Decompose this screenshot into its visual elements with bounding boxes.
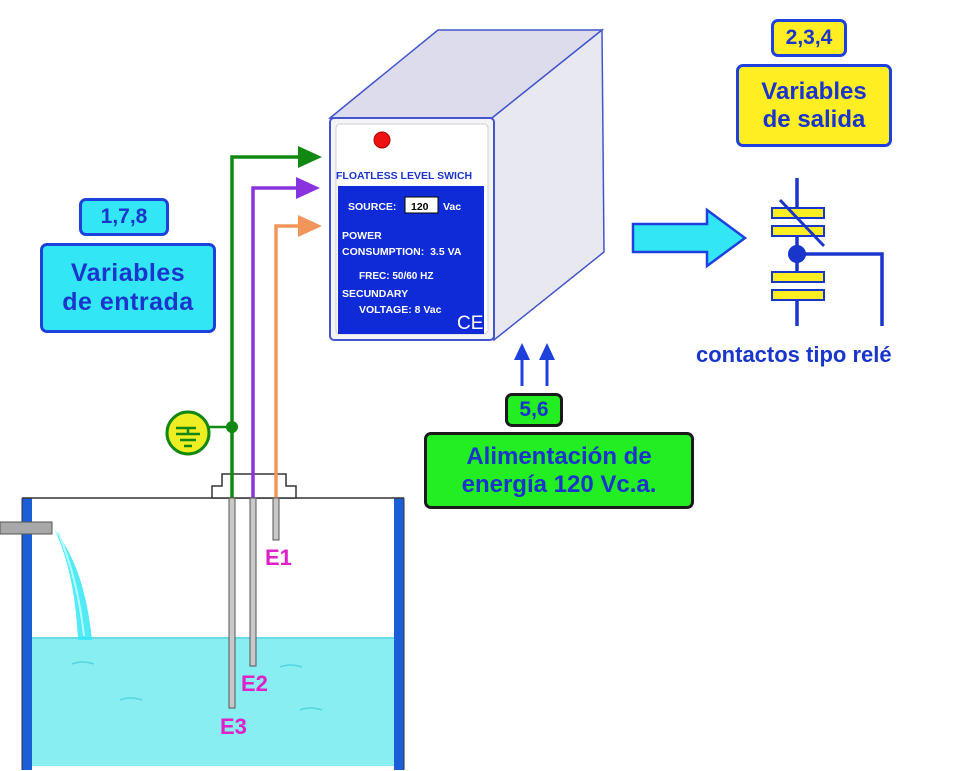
consumption-label: CONSUMPTION: 3.5 VA: [342, 246, 462, 258]
electrode-e1: [272, 497, 280, 541]
secundary-voltage: VOLTAGE: 8 Vac: [359, 304, 442, 316]
ce-mark: CE: [457, 313, 483, 334]
relay-brand: FLOATLESS LEVEL SWICH: [336, 170, 472, 182]
relay-unit: FLOATLESS LEVEL SWICH SOURCE: 120 Vac PO…: [327, 28, 605, 342]
electrode-e2: [249, 497, 257, 667]
source-unit: Vac: [443, 201, 461, 213]
tank: [0, 473, 405, 770]
water-stream: [52, 524, 92, 640]
outputs-title-line1: Variables: [761, 77, 867, 105]
inputs-title-box: Variables de entrada: [40, 243, 216, 333]
output-arrow: [631, 207, 748, 269]
electrode-label-e3: E3: [220, 714, 247, 739]
power-badge: 5,6: [505, 393, 563, 427]
power-title-line2: energía 120 Vc.a.: [461, 470, 657, 498]
tank-wall-left: [22, 498, 32, 770]
outputs-title-line2: de salida: [762, 105, 866, 133]
inputs-badge: 1,7,8: [79, 198, 169, 236]
wire-e1: [274, 224, 300, 498]
electrode-label-e1: E1: [265, 545, 292, 570]
power-badge-text: 5,6: [519, 398, 549, 421]
source-label: SOURCE:: [348, 201, 396, 213]
secundary-label: SECUNDARY: [342, 288, 408, 300]
status-led: [373, 131, 391, 149]
frequency-label: FREC: 50/60 HZ: [359, 271, 433, 282]
relay-contacts-icon: [771, 178, 884, 326]
wire-e2: [251, 186, 298, 498]
source-value: 120: [411, 201, 429, 213]
inputs-title-line2: de entrada: [62, 288, 194, 316]
outputs-badge-text: 2,3,4: [785, 26, 833, 49]
inlet-pipe: [0, 521, 53, 535]
outputs-title-box: Variables de salida: [736, 64, 892, 147]
inputs-title-line1: Variables: [70, 259, 186, 287]
wire-ground: [230, 155, 302, 498]
electrodes: E1 E2 E3: [220, 497, 292, 739]
wires: [196, 146, 322, 498]
electrode-label-e2: E2: [241, 671, 268, 696]
ground-junction: [226, 421, 238, 433]
tank-water: [32, 638, 404, 766]
inputs-badge-text: 1,7,8: [100, 205, 148, 228]
contacts-label: contactos tipo relé: [696, 342, 892, 367]
tank-wall-right: [394, 498, 404, 770]
ground-icon: [165, 410, 211, 456]
power-arrow-left: [514, 343, 530, 360]
power-title-line1: Alimentación de: [466, 442, 652, 470]
power-label: POWER: [342, 230, 382, 242]
power-arrows: [514, 343, 555, 386]
power-arrow-right: [539, 343, 555, 360]
source-value-box: [404, 196, 439, 214]
electrode-e3: [228, 497, 236, 709]
power-title-box: Alimentación de energía 120 Vc.a.: [424, 432, 694, 509]
outputs-badge: 2,3,4: [771, 19, 847, 57]
